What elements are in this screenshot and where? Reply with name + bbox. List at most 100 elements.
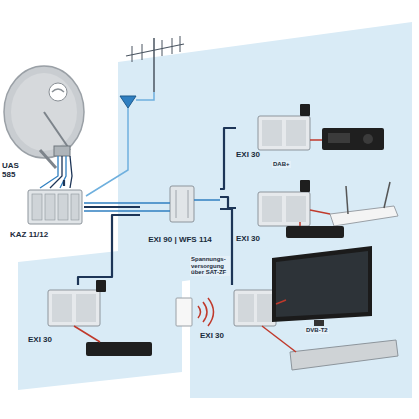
amplifier-unit [52,294,72,322]
terrestrial-antenna [132,46,133,62]
multiswitch [58,194,68,220]
terrestrial-antenna [136,92,154,100]
splitter [194,199,220,201]
television [276,251,368,317]
router [384,182,390,208]
amplifier-unit [286,196,306,222]
bundle-cables [84,206,140,208]
power-adapter [300,180,310,192]
amplifier-unit [48,290,100,326]
terrestrial-antenna [120,96,136,108]
device-label: EXI 30 [236,151,260,160]
satellite-dish-node: UAS 585 [2,62,82,180]
signal-note: DAB+ [272,161,291,168]
dvb-t2-receiver [290,340,398,370]
coax-cable [63,180,65,186]
satellite-dish [54,146,70,156]
dab-radio [322,128,384,150]
wall-socket [198,306,201,318]
device-cables [262,326,296,352]
terrestrial-antenna [86,36,184,196]
device-label: EXI 30 [28,336,52,345]
satellite-dish [4,66,84,168]
coax-cable [220,197,236,208]
amplifier-unit [76,294,96,322]
device-cables [310,210,330,214]
router [346,186,348,214]
background-panel [18,244,182,390]
bundle-cables [84,203,140,211]
router [330,182,398,226]
terrestrial-antenna [162,40,163,56]
wall-socket [203,302,207,322]
amplifier-unit [234,290,276,326]
coax-cable [78,215,140,285]
amplifier-unit [262,120,282,146]
device-label: KAZ 11/12 [10,231,48,240]
background-panel [18,22,412,398]
device-label: EXI 90 | WFS 114 [148,236,212,245]
multiswitch-node: KAZ 11/12 [10,186,84,240]
splitter [170,186,194,222]
lnb-cables [40,156,72,188]
power-adapter [96,280,106,292]
device-label: EXI 30 [200,332,224,341]
background-panel [190,228,412,398]
multiswitch [45,194,55,220]
power-adapter [300,104,310,116]
lnb-cables [70,156,72,188]
dab-radio [322,128,384,150]
device-label: EXI 30 [236,235,260,244]
satellite-dish [11,73,77,151]
multiswitch [28,190,82,224]
device-label: UAS 585 [2,162,24,180]
dvb-t2-receiver [290,340,398,370]
router [330,206,398,226]
device-cables [74,326,100,342]
amplifier-unit [258,116,310,150]
coax-cable [84,206,140,208]
splitter-node: EXI 90 | WFS 114 [140,183,220,245]
splitter [188,190,189,218]
bundle-cables [84,202,140,204]
terrestrial-antenna [153,38,155,92]
satellite-dish [4,66,84,158]
signal-note: Spannungs-versorgung über SAT-ZF [190,256,230,276]
splitter [140,202,170,204]
receiver [286,226,344,238]
device-cables [310,139,322,141]
device-cables [74,140,330,352]
amplifier-unit [48,116,310,326]
wall-socket [176,298,214,326]
device-cables [276,300,286,304]
receiver [86,342,152,356]
wall-socket [208,298,214,326]
amplifier-unit [262,196,282,222]
multiswitch [28,190,82,224]
dab-radio [328,133,350,143]
amplifier-unit [286,120,306,146]
amplifier-unit [238,294,254,322]
signal-note: DVB-T2 [305,327,329,334]
satellite-dish [52,89,64,92]
splitter [140,186,220,222]
amplifier-node: EXI 30 [236,186,316,244]
terrestrial-antenna [86,108,128,196]
coax-cable [220,128,236,189]
device-cables [299,222,301,226]
terrestrial-antenna [172,38,173,54]
amplifier-node: EXI 30 [200,285,282,341]
terrestrial-antenna [180,36,181,52]
satellite-dish [49,83,67,101]
bundle-cables [84,210,140,212]
dab-radio [363,134,373,144]
amplifier-node: EXI 30 [28,285,106,345]
amplifier-unit [258,192,310,226]
multiswitch [71,194,79,220]
lnb-cables [50,156,62,188]
satellite-dish [44,112,70,150]
wall-socket [176,298,192,326]
multiswitch [32,194,42,220]
